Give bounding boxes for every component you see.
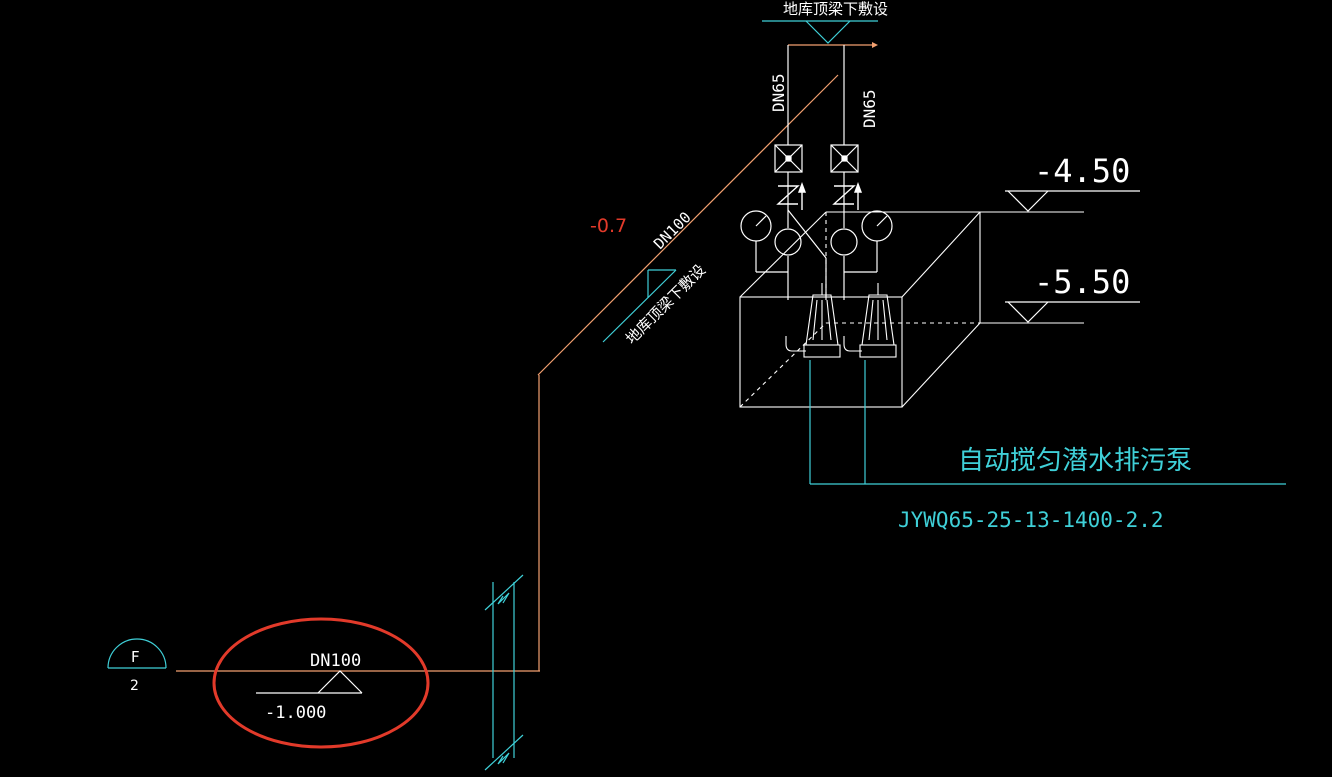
flow-meter-icon [774, 228, 802, 256]
diag-note-marker [602, 269, 677, 343]
dn100-diagonal-label: DN100 [650, 208, 695, 253]
pressure-gauge-icon [740, 210, 788, 273]
riser-pipes [787, 45, 845, 300]
pipe-arrow-icon [872, 42, 878, 48]
pump-icon [843, 283, 897, 358]
elevation-top: -4.50 [1034, 152, 1130, 190]
gate-valve-icon [830, 144, 859, 173]
pump-model: JYWQ65-25-13-1400-2.2 [898, 508, 1164, 532]
bottom-elevation-marker-icon [256, 670, 363, 694]
elevation-marker-icon [1005, 190, 1140, 323]
dn65-right-label: DN65 [860, 89, 879, 128]
check-valve-icon [776, 182, 807, 210]
pressure-gauge-icon [844, 210, 893, 273]
highlight-circle [212, 617, 430, 749]
section-marker-icon [107, 638, 167, 669]
discharge-pipe [176, 44, 872, 672]
check-valve-icon [832, 182, 863, 210]
pump-name: 自动搅匀潜水排污泵 [958, 446, 1192, 476]
sump-pit [739, 211, 1084, 408]
elevation-bottom: -1.000 [265, 703, 326, 723]
gate-valve-icon [774, 144, 803, 173]
dn65-left-label: DN65 [769, 73, 788, 112]
pump-icon [785, 283, 841, 358]
pump-leader [809, 360, 1286, 485]
pipe-break-symbol [484, 574, 524, 771]
flow-meter-icon [830, 228, 858, 256]
elevation-mid: -5.50 [1034, 263, 1130, 301]
top-elevation-marker-icon [805, 20, 851, 44]
top-note: 地库顶梁下敷设 [783, 0, 888, 18]
elevation-red: -0.7 [590, 215, 627, 237]
dn100-bottom-label: DN100 [310, 651, 361, 671]
diag-note: 地库顶梁下敷设 [622, 261, 709, 348]
section-number: 2 [130, 678, 139, 694]
section-letter: F [131, 648, 140, 666]
riser-connector [787, 209, 827, 300]
